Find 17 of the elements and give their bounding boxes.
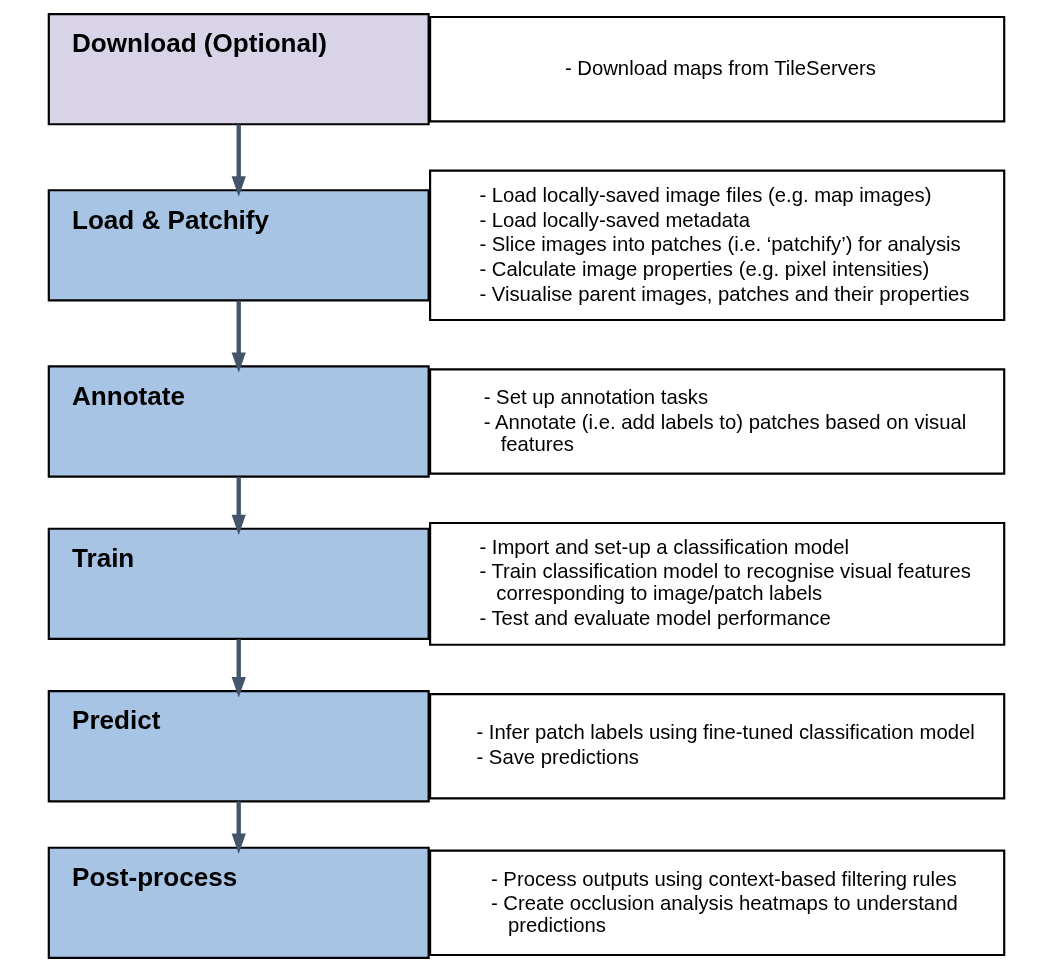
node-box: Predict — [47, 690, 430, 803]
arrow — [231, 300, 246, 373]
node-box: - Download maps from TileServers — [428, 15, 1005, 123]
arrow — [231, 124, 246, 197]
node-box: Load & Patchify — [47, 189, 430, 302]
node-box: - Load locally-saved image files (e.g. map images) - Load locally-saved metadata - Slice images into patches (i.e. ‘patchify’) for analysis - Calculate image properties (e.g. pixel intensities) - Visualise parent images, patches and their properties — [428, 169, 1005, 322]
node-box: - Import and set-up a classification model - Train classification model to recognise visual features corresponding to image/patch labels - Test and evaluate model performance — [428, 521, 1005, 646]
arrow — [231, 476, 246, 536]
node-box: - Infer patch labels using fine-tuned classification model - Save predictions — [428, 692, 1005, 800]
node-box: Train — [47, 527, 430, 641]
node-box: Download (Optional) — [47, 13, 430, 126]
node-box: Annotate — [47, 365, 430, 478]
node-box: - Process outputs using context-based filtering rules - Create occlusion analysis heatmaps to understand predictions — [428, 849, 1005, 957]
node-box: Post-process — [47, 846, 430, 959]
arrow — [231, 801, 246, 854]
arrow — [231, 639, 246, 698]
node-box: - Set up annotation tasks - Annotate (i.e. add labels to) patches based on visual features — [428, 368, 1005, 475]
